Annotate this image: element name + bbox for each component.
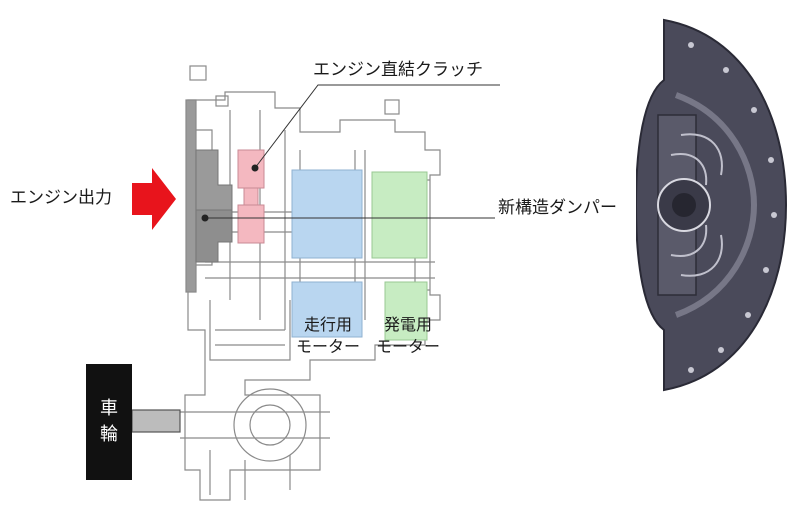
clutch-highlight (237, 149, 265, 244)
wheel-axle (131, 409, 181, 433)
label-generator-motor: 発電用 モーター (372, 314, 444, 358)
label-drive-motor-line1: 走行用 (303, 315, 352, 334)
differential (233, 388, 307, 462)
input-flange (185, 99, 197, 293)
leader-clutch-dot (251, 164, 259, 172)
drive-motor-highlight (291, 169, 363, 338)
label-generator-motor-line2: モーター (375, 337, 440, 356)
engine-input-shaft (195, 149, 233, 211)
label-drive-motor-line2: モーター (295, 337, 360, 356)
label-generator-motor-line1: 発電用 (383, 315, 432, 334)
label-new-damper: 新構造ダンパー (498, 198, 617, 218)
engine-output-arrow (132, 168, 176, 230)
leader-clutch (254, 84, 500, 169)
leader-damper-dot (201, 214, 209, 222)
label-engine-output: エンジン出力 (10, 188, 112, 208)
generator-motor-highlight (371, 171, 428, 341)
damper-illustration (636, 18, 788, 392)
label-wheel-line2: 輪 (100, 424, 118, 445)
main-shaft (205, 261, 435, 279)
label-drive-motor: 走行用 モーター (292, 314, 364, 358)
wheel-block: 車 輪 (86, 364, 132, 480)
label-direct-clutch: エンジン直結クラッチ (313, 60, 483, 80)
label-wheel-line1: 車 (100, 398, 118, 419)
